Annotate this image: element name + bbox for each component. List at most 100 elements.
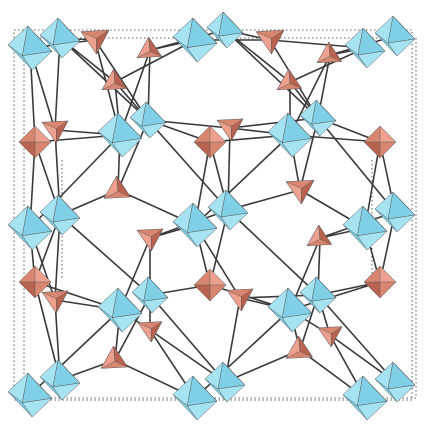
tetrahedron-polyhedron — [100, 345, 128, 369]
tetrahedron-face — [18, 281, 36, 299]
octahedron-face — [282, 138, 313, 158]
tetrahedron-polyhedron — [103, 175, 131, 199]
bond-line — [317, 117, 396, 213]
octahedron-polyhedron — [207, 189, 249, 231]
octahedron-face — [392, 15, 416, 40]
octahedron-face — [143, 276, 169, 302]
octahedron-face — [362, 27, 386, 52]
tetrahedron-polyhedron — [285, 179, 315, 205]
octahedron-face — [52, 217, 81, 236]
tetrahedron-polyhedron — [316, 41, 342, 64]
octahedron-polyhedron — [299, 276, 337, 314]
bond-lines — [29, 29, 396, 399]
polyhedra-group — [7, 11, 416, 421]
tetrahedron-face — [318, 224, 332, 245]
octahedron-polyhedron — [131, 276, 169, 314]
octahedron-face — [357, 50, 386, 69]
octahedron-polyhedron — [129, 101, 167, 139]
octahedron-polyhedron — [39, 17, 81, 59]
tetrahedron-face — [151, 228, 164, 252]
tetrahedron-face — [298, 335, 313, 358]
octahedron-face — [187, 401, 218, 421]
octahedron-face — [387, 38, 416, 57]
bond-line — [289, 54, 331, 136]
octahedron-face — [357, 231, 388, 251]
bond-line — [59, 214, 151, 296]
octahedron-face — [220, 212, 249, 231]
octahedron-face — [387, 15, 416, 44]
octahedron-face — [117, 112, 143, 139]
octahedron-polyhedron — [204, 361, 246, 403]
tetrahedron-face — [209, 268, 227, 286]
octahedron-face — [27, 25, 53, 52]
bond-line — [227, 209, 319, 296]
tetrahedron-polyhedron — [136, 36, 162, 59]
tetrahedron-polyhedron — [285, 335, 313, 359]
octahedron-face — [218, 11, 244, 37]
octahedron-face — [287, 112, 313, 139]
octahedron-face — [315, 276, 337, 298]
octahedron-face — [57, 194, 81, 219]
tetrahedron-face — [193, 284, 211, 302]
tetrahedron-face — [56, 290, 69, 314]
tetrahedron-polyhedron — [363, 125, 397, 159]
tetrahedron-face — [288, 68, 302, 89]
octahedron-polyhedron — [206, 11, 244, 49]
tetrahedron-polyhedron — [18, 265, 52, 299]
tetrahedron-face — [379, 265, 397, 283]
tetrahedron-face — [330, 326, 343, 348]
octahedron-face — [52, 40, 81, 59]
tetrahedron-face — [96, 29, 110, 55]
bond-line — [149, 294, 226, 383]
tetrahedron-polyhedron — [193, 125, 227, 159]
octahedron-face — [52, 17, 81, 46]
octahedron-polyhedron — [374, 191, 416, 233]
octahedron-polyhedron — [342, 205, 388, 251]
octahedron-polyhedron — [267, 287, 313, 333]
tetrahedron-polyhedron — [363, 265, 397, 299]
octahedron-face — [187, 228, 218, 248]
octahedron-polyhedron — [7, 25, 53, 71]
bond-line — [59, 37, 149, 121]
tetrahedron-polyhedron — [193, 268, 227, 302]
octahedron-face — [362, 375, 388, 402]
tetrahedron-face — [116, 175, 131, 198]
octahedron-face — [192, 375, 218, 402]
bond-line — [114, 39, 196, 83]
octahedron-polyhedron — [267, 112, 313, 158]
octahedron-face — [392, 191, 416, 216]
tetrahedron-face — [328, 41, 342, 62]
octahedron-polyhedron — [299, 99, 337, 137]
octahedron-face — [217, 384, 246, 403]
octahedron-face — [141, 101, 167, 127]
octahedron-face — [311, 120, 337, 137]
octahedron-polyhedron — [7, 372, 53, 418]
tetrahedron-face — [379, 125, 397, 143]
tetrahedron-face — [56, 120, 69, 144]
tetrahedron-polyhedron — [101, 68, 127, 91]
octahedron-polyhedron — [374, 361, 416, 403]
octahedron-polyhedron — [344, 27, 386, 69]
bond-line — [224, 29, 319, 119]
octahedron-face — [192, 202, 218, 229]
octahedron-polyhedron — [172, 375, 218, 421]
tetrahedron-face — [150, 321, 163, 343]
octahedron-face — [387, 214, 416, 233]
octahedron-face — [287, 287, 313, 314]
tetrahedron-face — [363, 281, 381, 299]
octahedron-face — [22, 398, 53, 418]
tetrahedron-polyhedron — [226, 288, 254, 312]
bond-line — [114, 294, 151, 361]
tetrahedron-face — [113, 68, 127, 89]
octahedron-face — [362, 205, 388, 232]
bond-line — [147, 119, 229, 211]
octahedron-face — [57, 359, 81, 384]
tetrahedron-polyhedron — [276, 68, 302, 91]
tetrahedron-face — [231, 118, 244, 142]
tetrahedron-face — [34, 125, 52, 143]
tetrahedron-face — [209, 125, 227, 143]
bond-line — [289, 281, 381, 311]
tetrahedron-polyhedron — [136, 228, 164, 252]
octahedron-face — [112, 138, 143, 158]
